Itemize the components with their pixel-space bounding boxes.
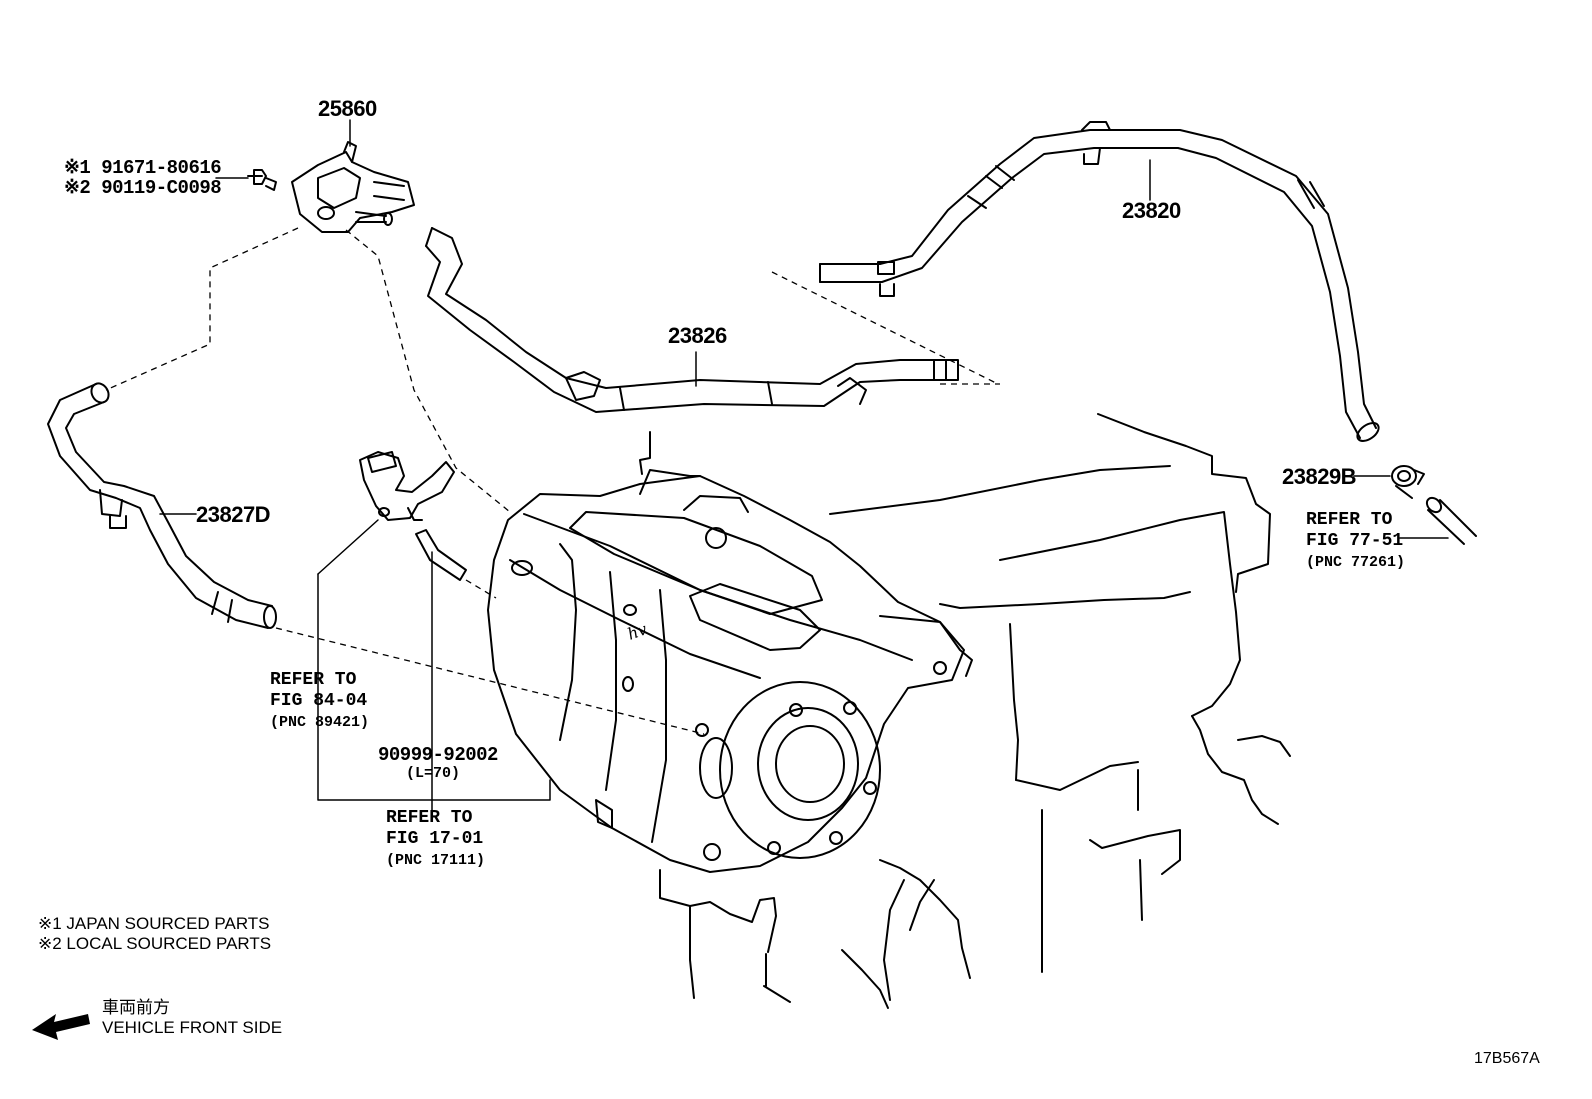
legend-japan-sourced: ※1 JAPAN SOURCED PARTS	[38, 914, 270, 933]
hose-23820	[819, 121, 1380, 442]
part-number-25860: 25860	[318, 96, 377, 121]
clamp-23829b	[1391, 465, 1425, 499]
sensor-84-04	[359, 451, 455, 521]
clip-hose-90999	[415, 529, 467, 581]
legend-local-sourced: ※2 LOCAL SOURCED PARTS	[38, 934, 272, 953]
part-number-23827d: 23827D	[196, 502, 271, 527]
bolt-part-number-japan: ※1 91671-80616	[64, 157, 222, 179]
bolt	[247, 169, 277, 191]
pipe-77-51	[1425, 496, 1477, 545]
vehicle-front-jp: 車両前方	[102, 998, 170, 1017]
engine-assembly	[487, 469, 973, 873]
illustration-id: 17B567A	[1474, 1050, 1540, 1067]
bolt-part-number-local: ※2 90119-C0098	[64, 177, 222, 199]
refer-label: REFER TO	[1306, 510, 1393, 530]
refer-to-fig-84-04[interactable]: REFER TO FIG 84-04 (PNC 89421)	[270, 670, 369, 733]
refer-to-fig-77-51[interactable]: REFER TO FIG 77-51 (PNC 77261)	[1306, 510, 1405, 573]
legend: ※1 JAPAN SOURCED PARTS ※2 LOCAL SOURCED …	[38, 914, 271, 954]
part-number-23820: 23820	[1122, 198, 1181, 223]
vehicle-front-label: 車両前方 VEHICLE FRONT SIDE	[102, 998, 282, 1038]
pnc-label: (PNC 17111)	[386, 852, 486, 869]
refer-label: REFER TO	[270, 670, 357, 690]
vsv-valve-25860	[291, 141, 415, 233]
clip-length: (L=70)	[406, 765, 461, 782]
hose-23826	[425, 227, 959, 413]
part-number-23826: 23826	[668, 323, 727, 348]
figure-label: FIG 84-04	[270, 691, 368, 711]
hose-23827d	[47, 382, 277, 629]
vehicle-front-arrow-icon	[32, 1014, 90, 1040]
pnc-label: (PNC 89421)	[270, 714, 370, 731]
refer-label: REFER TO	[386, 808, 473, 828]
vehicle-front-en: VEHICLE FRONT SIDE	[102, 1018, 283, 1037]
figure-label: FIG 77-51	[1306, 531, 1404, 551]
figure-label: FIG 17-01	[386, 829, 484, 849]
engine-block-outline	[639, 413, 1291, 1009]
part-number-23829b: 23829B	[1282, 464, 1357, 489]
pnc-label: (PNC 77261)	[1306, 554, 1406, 571]
refer-to-fig-17-01[interactable]: REFER TO FIG 17-01 (PNC 17111)	[386, 808, 485, 871]
part-number-90999-92002: 90999-92002	[378, 744, 498, 766]
